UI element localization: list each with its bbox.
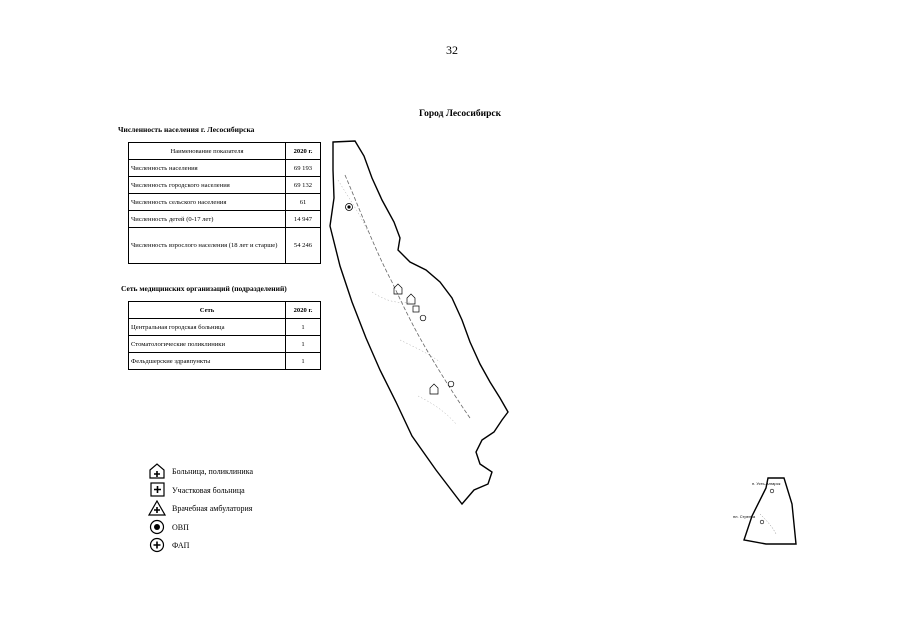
fap-icon — [148, 537, 166, 553]
row-value: 1 — [285, 318, 321, 336]
hospital-polyclinic-icon — [148, 463, 166, 479]
table-header-row: Сеть 2020 г. — [128, 301, 321, 319]
table-row: Численность детей (0-17 лет) 14 947 — [128, 210, 321, 228]
row-value: 1 — [285, 335, 321, 353]
legend-label: Врачебная амбулатория — [172, 503, 253, 513]
table-header-name: Наименование показателя — [128, 142, 286, 160]
hospital-polyclinic-icon — [406, 293, 416, 305]
legend-item: ФАП — [148, 537, 189, 553]
minor-road — [371, 291, 411, 303]
legend-label: Участковая больница — [172, 485, 245, 495]
inset-road — [759, 513, 777, 535]
district-hospital-icon — [148, 482, 166, 498]
minor-road — [337, 179, 369, 233]
hospital-polyclinic-icon — [393, 283, 403, 295]
row-name: Численность населения — [128, 159, 286, 177]
table-row: Центральная городская больница 1 — [128, 318, 321, 336]
row-value: 61 — [285, 193, 321, 211]
table-row: Фельдшерские здравпункты 1 — [128, 352, 321, 370]
fap-icon — [447, 380, 455, 388]
row-name: Численность детей (0-17 лет) — [128, 210, 286, 228]
city-map — [329, 140, 509, 506]
inset-label-strelka: пл. Стрелка — [733, 514, 756, 519]
road-line — [344, 174, 471, 419]
legend-item: Врачебная амбулатория — [148, 500, 252, 516]
row-name: Фельдшерские здравпункты — [128, 352, 286, 370]
city-title: Город Лесосибирск — [418, 109, 502, 119]
row-value: 69 193 — [285, 159, 321, 177]
row-name: Численность городского населения — [128, 176, 286, 194]
page-number: 32 — [446, 43, 458, 57]
inset-boundary — [743, 477, 797, 545]
table-header-row: Наименование показателя 2020 г. — [128, 142, 321, 160]
ovp-icon — [345, 203, 353, 211]
legend-label: ОВП — [172, 522, 189, 532]
fap-icon — [769, 488, 775, 494]
minor-road — [417, 395, 457, 425]
fap-icon — [759, 519, 765, 525]
table-row: Численность городского населения 69 132 — [128, 176, 321, 194]
fap-icon — [419, 314, 427, 322]
row-name: Численность сельского населения — [128, 193, 286, 211]
minor-road — [399, 339, 441, 363]
inset-label-ust-angarsk: п. Усть-Ангарск — [752, 481, 781, 486]
city-boundary — [329, 140, 509, 506]
table-row: Численность сельского населения 61 — [128, 193, 321, 211]
population-section-title: Численность населения г. Лесосибирска — [118, 125, 255, 134]
network-section-title: Сеть медицинских организаций (подразделе… — [121, 284, 287, 293]
row-value: 1 — [285, 352, 321, 370]
row-value: 69 132 — [285, 176, 321, 194]
population-table: Наименование показателя 2020 г. Численно… — [128, 142, 321, 264]
legend-item: ОВП — [148, 519, 189, 535]
table-row: Численность населения 69 193 — [128, 159, 321, 177]
network-table: Сеть 2020 г. Центральная городская больн… — [128, 301, 321, 370]
row-name: Стоматологические поликлиники — [128, 335, 286, 353]
district-hospital-icon — [412, 305, 420, 313]
legend-label: Больница, поликлиника — [172, 466, 254, 476]
row-value: 54 246 — [285, 227, 321, 264]
row-name: Численность взрослого населения (18 лет … — [128, 227, 286, 264]
hospital-polyclinic-icon — [429, 383, 439, 395]
legend-item: Больница, поликлиника — [148, 463, 253, 479]
row-value: 14 947 — [285, 210, 321, 228]
table-header-name: Сеть — [128, 301, 286, 319]
table-header-year: 2020 г. — [285, 142, 321, 160]
table-row: Стоматологические поликлиники 1 — [128, 335, 321, 353]
ovp-icon — [148, 519, 166, 535]
row-name: Центральная городская больница — [128, 318, 286, 336]
inset-map — [743, 477, 797, 545]
legend-item: Участковая больница — [148, 482, 245, 498]
table-header-year: 2020 г. — [285, 301, 321, 319]
table-row: Численность взрослого населения (18 лет … — [128, 227, 321, 264]
legend-label: ФАП — [172, 540, 190, 550]
outpatient-clinic-icon — [148, 500, 166, 516]
